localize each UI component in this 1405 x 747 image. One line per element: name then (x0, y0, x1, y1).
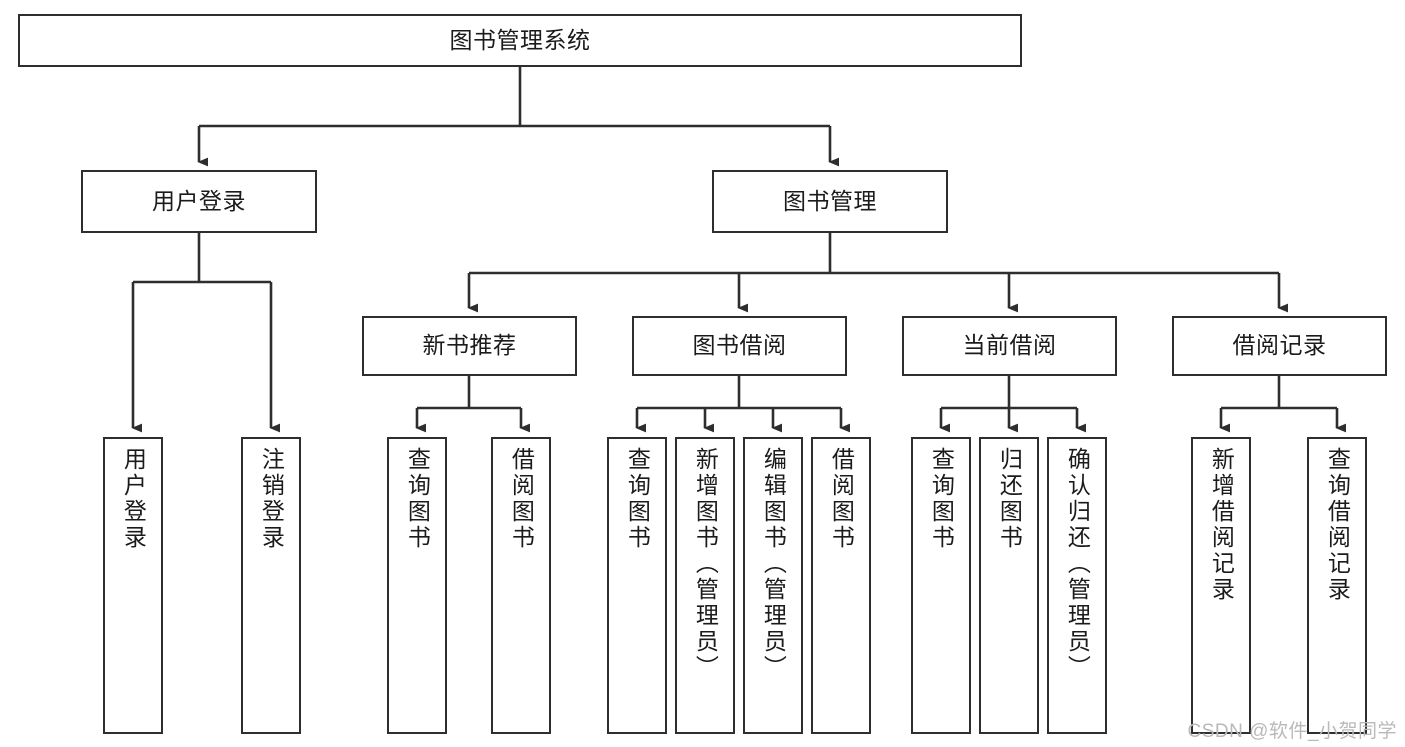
node-leaf-query-book-borrow[interactable]: 查询图书 (607, 437, 667, 734)
node-leaf-confirm-return[interactable]: 确认归还（管理员） (1047, 437, 1107, 734)
node-label: 借阅图书 (508, 447, 535, 551)
node-label: 借阅记录 (1232, 332, 1327, 359)
node-root-book-management-system[interactable]: 图书管理系统 (18, 14, 1022, 67)
node-label: 新书推荐 (422, 332, 517, 359)
node-label: 图书管理 (783, 187, 877, 214)
node-label: 确认归还（管理员） (1064, 447, 1091, 681)
node-book-borrow[interactable]: 图书借阅 (632, 316, 847, 376)
node-leaf-logout-login[interactable]: 注销登录 (241, 437, 301, 734)
node-leaf-borrow-book-recommend[interactable]: 借阅图书 (491, 437, 551, 734)
node-leaf-return-book[interactable]: 归还图书 (979, 437, 1039, 734)
node-label: 新增借阅记录 (1208, 447, 1235, 603)
node-label: 新增图书（管理员） (692, 447, 719, 681)
node-label: 借阅图书 (828, 447, 855, 551)
node-label: 查询图书 (404, 447, 431, 551)
node-leaf-user-login[interactable]: 用户登录 (103, 437, 163, 734)
node-book-management[interactable]: 图书管理 (712, 170, 948, 233)
node-label: 查询图书 (624, 447, 651, 551)
node-label: 图书管理系统 (449, 26, 591, 53)
node-label: 当前借阅 (962, 332, 1057, 359)
node-leaf-edit-book[interactable]: 编辑图书（管理员） (743, 437, 803, 734)
node-current-borrow[interactable]: 当前借阅 (902, 316, 1117, 376)
node-label: 编辑图书（管理员） (760, 447, 787, 681)
node-label: 用户登录 (120, 447, 147, 551)
node-label: 图书借阅 (692, 332, 787, 359)
node-leaf-query-book-current[interactable]: 查询图书 (911, 437, 971, 734)
node-label: 查询借阅记录 (1324, 447, 1351, 603)
node-label: 注销登录 (258, 447, 285, 551)
node-label: 查询图书 (928, 447, 955, 551)
node-borrow-record[interactable]: 借阅记录 (1172, 316, 1387, 376)
node-leaf-query-book-recommend[interactable]: 查询图书 (387, 437, 447, 734)
node-leaf-query-borrow-record[interactable]: 查询借阅记录 (1307, 437, 1367, 734)
node-label: 用户登录 (152, 187, 246, 214)
node-leaf-add-borrow-record[interactable]: 新增借阅记录 (1191, 437, 1251, 734)
node-leaf-add-book[interactable]: 新增图书（管理员） (675, 437, 735, 734)
node-new-book-recommend[interactable]: 新书推荐 (362, 316, 577, 376)
node-user-login[interactable]: 用户登录 (81, 170, 317, 233)
node-leaf-borrow-book[interactable]: 借阅图书 (811, 437, 871, 734)
watermark-text: CSDN @软件_小贺同学 (1187, 721, 1397, 742)
node-label: 归还图书 (996, 447, 1023, 551)
